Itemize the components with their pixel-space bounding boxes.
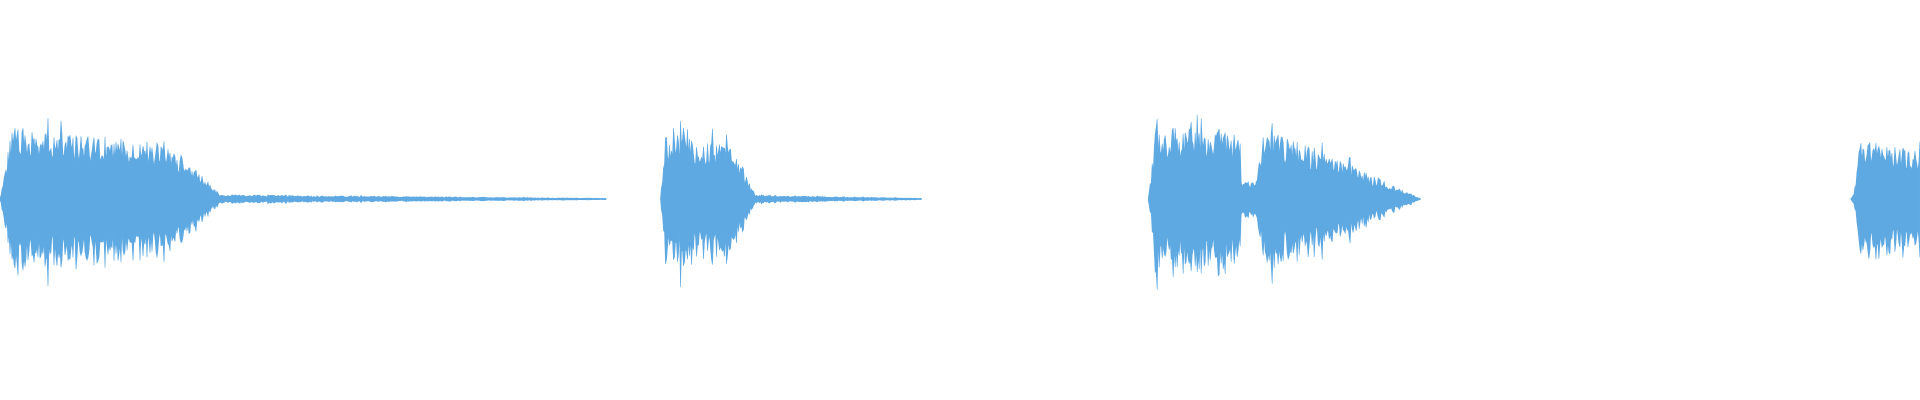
sound-burst-1-shape: [0, 118, 607, 287]
sound-burst-3-shape: [1147, 114, 1421, 290]
waveform-layer: [0, 114, 1920, 290]
sound-burst-1: [0, 118, 607, 287]
sound-burst-4-shape: [1850, 141, 1920, 260]
sound-burst-2-shape: [660, 120, 922, 288]
sound-burst-2: [660, 120, 922, 288]
sound-burst-4: [1850, 141, 1920, 260]
sound-burst-3: [1147, 114, 1421, 290]
